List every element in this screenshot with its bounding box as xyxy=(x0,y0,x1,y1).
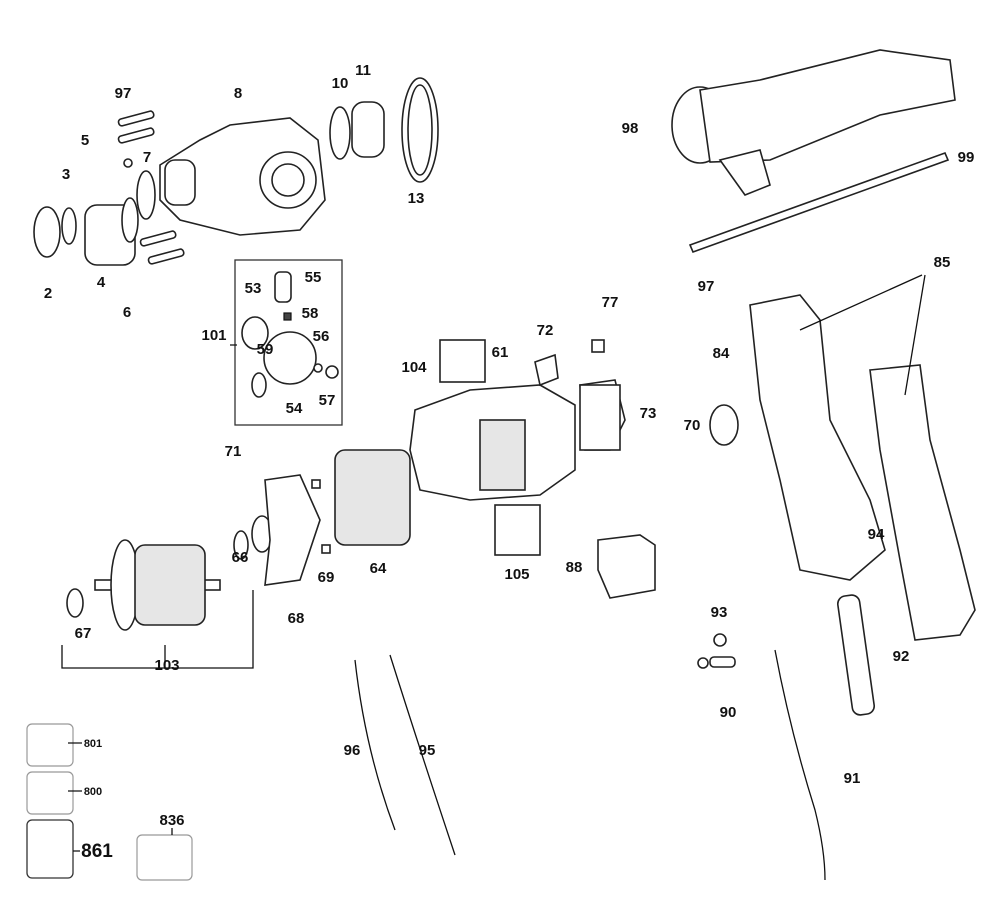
label-104 xyxy=(439,339,486,383)
rings-10-11-13 xyxy=(329,77,439,183)
part-number-label: 72 xyxy=(537,322,554,339)
switch-kit-box xyxy=(234,259,343,426)
brush-holder-73 xyxy=(579,384,621,451)
handle-half-left-85 xyxy=(749,294,886,581)
label-105 xyxy=(494,504,541,556)
part-number-label: 7 xyxy=(143,149,151,166)
part-number-label: 57 xyxy=(319,392,336,409)
part-number-label: 91 xyxy=(844,770,861,787)
lead-95 xyxy=(389,654,456,856)
collar-parts xyxy=(33,110,185,266)
part-number-label: 94 xyxy=(868,526,885,543)
part-number-label: 103 xyxy=(154,657,179,674)
part-number-label: 70 xyxy=(684,417,701,434)
part-number-label: 67 xyxy=(75,625,92,642)
part-number-label: 69 xyxy=(318,569,335,586)
part-number-label: 71 xyxy=(225,443,242,460)
part-number-label: 96 xyxy=(344,742,361,759)
gear-housing-8 xyxy=(159,117,326,236)
part-number-label: 68 xyxy=(288,610,305,627)
field-64 xyxy=(311,449,411,554)
part-number-label: 800 xyxy=(84,786,102,798)
part-number-label: 77 xyxy=(602,294,619,311)
side-handle-98 xyxy=(671,49,956,196)
part-number-label: 4 xyxy=(97,274,106,291)
part-number-label: 54 xyxy=(286,400,303,417)
part-number-label: 88 xyxy=(566,559,583,576)
part-number-label: 801 xyxy=(84,738,102,750)
accessory-801-box xyxy=(26,723,74,767)
lead-96 xyxy=(354,659,396,831)
part-number-label: 8 xyxy=(234,85,242,102)
switch-88 xyxy=(597,534,656,599)
brush-77 xyxy=(591,339,605,353)
part-number-label: 13 xyxy=(408,190,425,207)
part-number-label: 97 xyxy=(698,278,715,295)
part-number-label: 95 xyxy=(419,742,436,759)
part-number-label: 11 xyxy=(355,62,371,79)
part-number-label: 101 xyxy=(201,327,226,344)
part-number-label: 93 xyxy=(711,604,728,621)
part-number-label: 61 xyxy=(492,344,509,361)
case-861-box xyxy=(26,819,74,879)
part-number-label: 73 xyxy=(640,405,657,422)
part-number-label: 64 xyxy=(370,560,387,577)
part-number-label: 66 xyxy=(232,549,249,566)
part-number-label: 97 xyxy=(115,85,132,102)
plug-70 xyxy=(709,404,739,446)
switch-parts xyxy=(241,271,339,398)
armature-103 xyxy=(66,515,273,631)
part-number-label: 2 xyxy=(44,285,52,302)
insert-836-box xyxy=(136,834,193,881)
part-number-label: 10 xyxy=(332,75,349,92)
part-number-label: 90 xyxy=(720,704,737,721)
part-number-label: 92 xyxy=(893,648,910,665)
part-number-label: 98 xyxy=(622,120,639,137)
part-number-label: 99 xyxy=(958,149,975,166)
part-number-label: 104 xyxy=(401,359,427,376)
depth-rod-99 xyxy=(688,151,950,254)
part-number-label: 55 xyxy=(305,269,322,286)
part-number-label: 861 xyxy=(81,841,113,862)
cord-91 xyxy=(774,649,826,881)
baffle-68 xyxy=(264,474,321,586)
part-number-label: 58 xyxy=(302,305,319,322)
cord-guard-92 xyxy=(836,594,876,716)
part-number-label: 59 xyxy=(257,341,274,358)
part-number-label: 836 xyxy=(159,812,184,829)
accessory-800-box xyxy=(26,771,74,815)
clamp-parts xyxy=(697,633,736,669)
part-number-label: 85 xyxy=(934,254,951,271)
clip-72 xyxy=(534,353,559,387)
part-number-label: 6 xyxy=(123,304,131,321)
part-number-label: 105 xyxy=(504,566,529,583)
part-number-label: 56 xyxy=(313,328,330,345)
handle-half-right-85 xyxy=(869,364,976,641)
part-number-label: 3 xyxy=(62,166,70,183)
part-number-label: 5 xyxy=(81,132,89,149)
part-number-label: 84 xyxy=(713,345,730,362)
part-number-label: 53 xyxy=(245,280,262,297)
